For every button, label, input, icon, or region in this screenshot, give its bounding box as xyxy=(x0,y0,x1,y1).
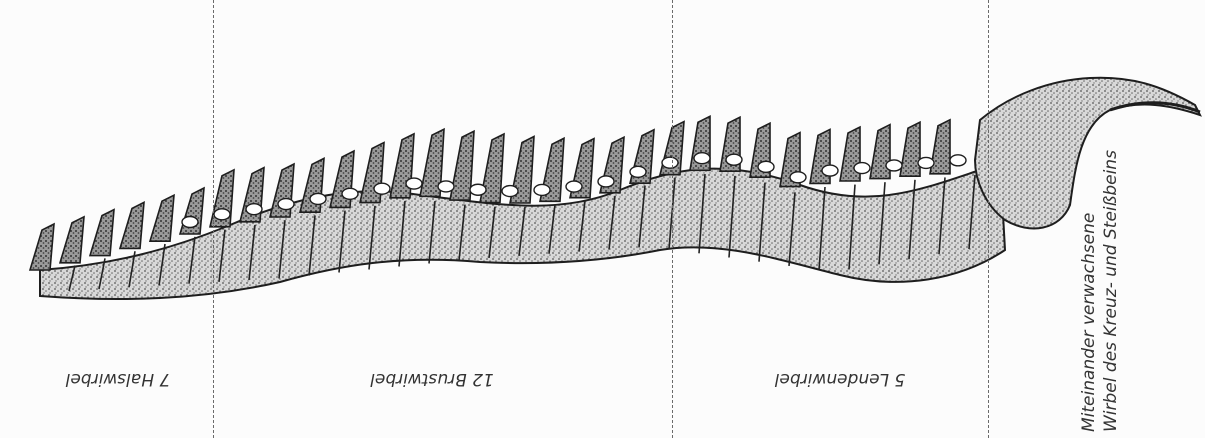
foramen xyxy=(726,154,742,165)
spinous-process xyxy=(60,217,84,263)
foramen xyxy=(246,204,262,215)
foramen xyxy=(886,160,902,171)
spinous-process xyxy=(30,224,54,270)
foramen xyxy=(662,157,678,168)
divider-cervical-thoracic xyxy=(213,0,214,438)
foramen xyxy=(822,165,838,176)
label-cervical: 7 Halswirbel xyxy=(66,369,171,389)
foramen xyxy=(310,193,326,204)
spinous-process xyxy=(900,122,920,176)
label-thoracic: 12 Brustwirbel xyxy=(370,369,494,389)
foramen xyxy=(566,181,582,192)
foramen xyxy=(374,183,390,194)
label-sacral-line1: Miteinander verwachsene xyxy=(1078,150,1100,432)
foramen xyxy=(854,163,870,174)
spinous-process xyxy=(120,202,144,248)
spinous-process xyxy=(150,195,174,241)
spinous-process xyxy=(90,210,114,256)
foramen xyxy=(630,166,646,177)
foramen xyxy=(950,155,966,166)
label-lumbar: 5 Lendenwirbel xyxy=(775,369,906,389)
label-sacral-line2: Wirbel des Kreuz- und Steißbeins xyxy=(1100,150,1122,432)
foramen xyxy=(918,157,934,168)
foramen xyxy=(694,153,710,164)
foramen xyxy=(534,184,550,195)
foramen xyxy=(790,172,806,183)
foramen xyxy=(758,161,774,172)
foramen xyxy=(598,176,614,187)
label-sacral: Miteinander verwachsene Wirbel des Kreuz… xyxy=(1078,150,1122,432)
divider-lumbar-sacral xyxy=(988,0,989,438)
foramen xyxy=(470,184,486,195)
spinous-process xyxy=(870,125,890,179)
foramen xyxy=(278,199,294,210)
foramen xyxy=(182,217,198,228)
foramen xyxy=(406,178,422,189)
foramen xyxy=(214,209,230,220)
divider-thoracic-lumbar xyxy=(672,0,673,438)
foramen xyxy=(438,181,454,192)
foramen xyxy=(502,186,518,197)
foramen xyxy=(342,188,358,199)
